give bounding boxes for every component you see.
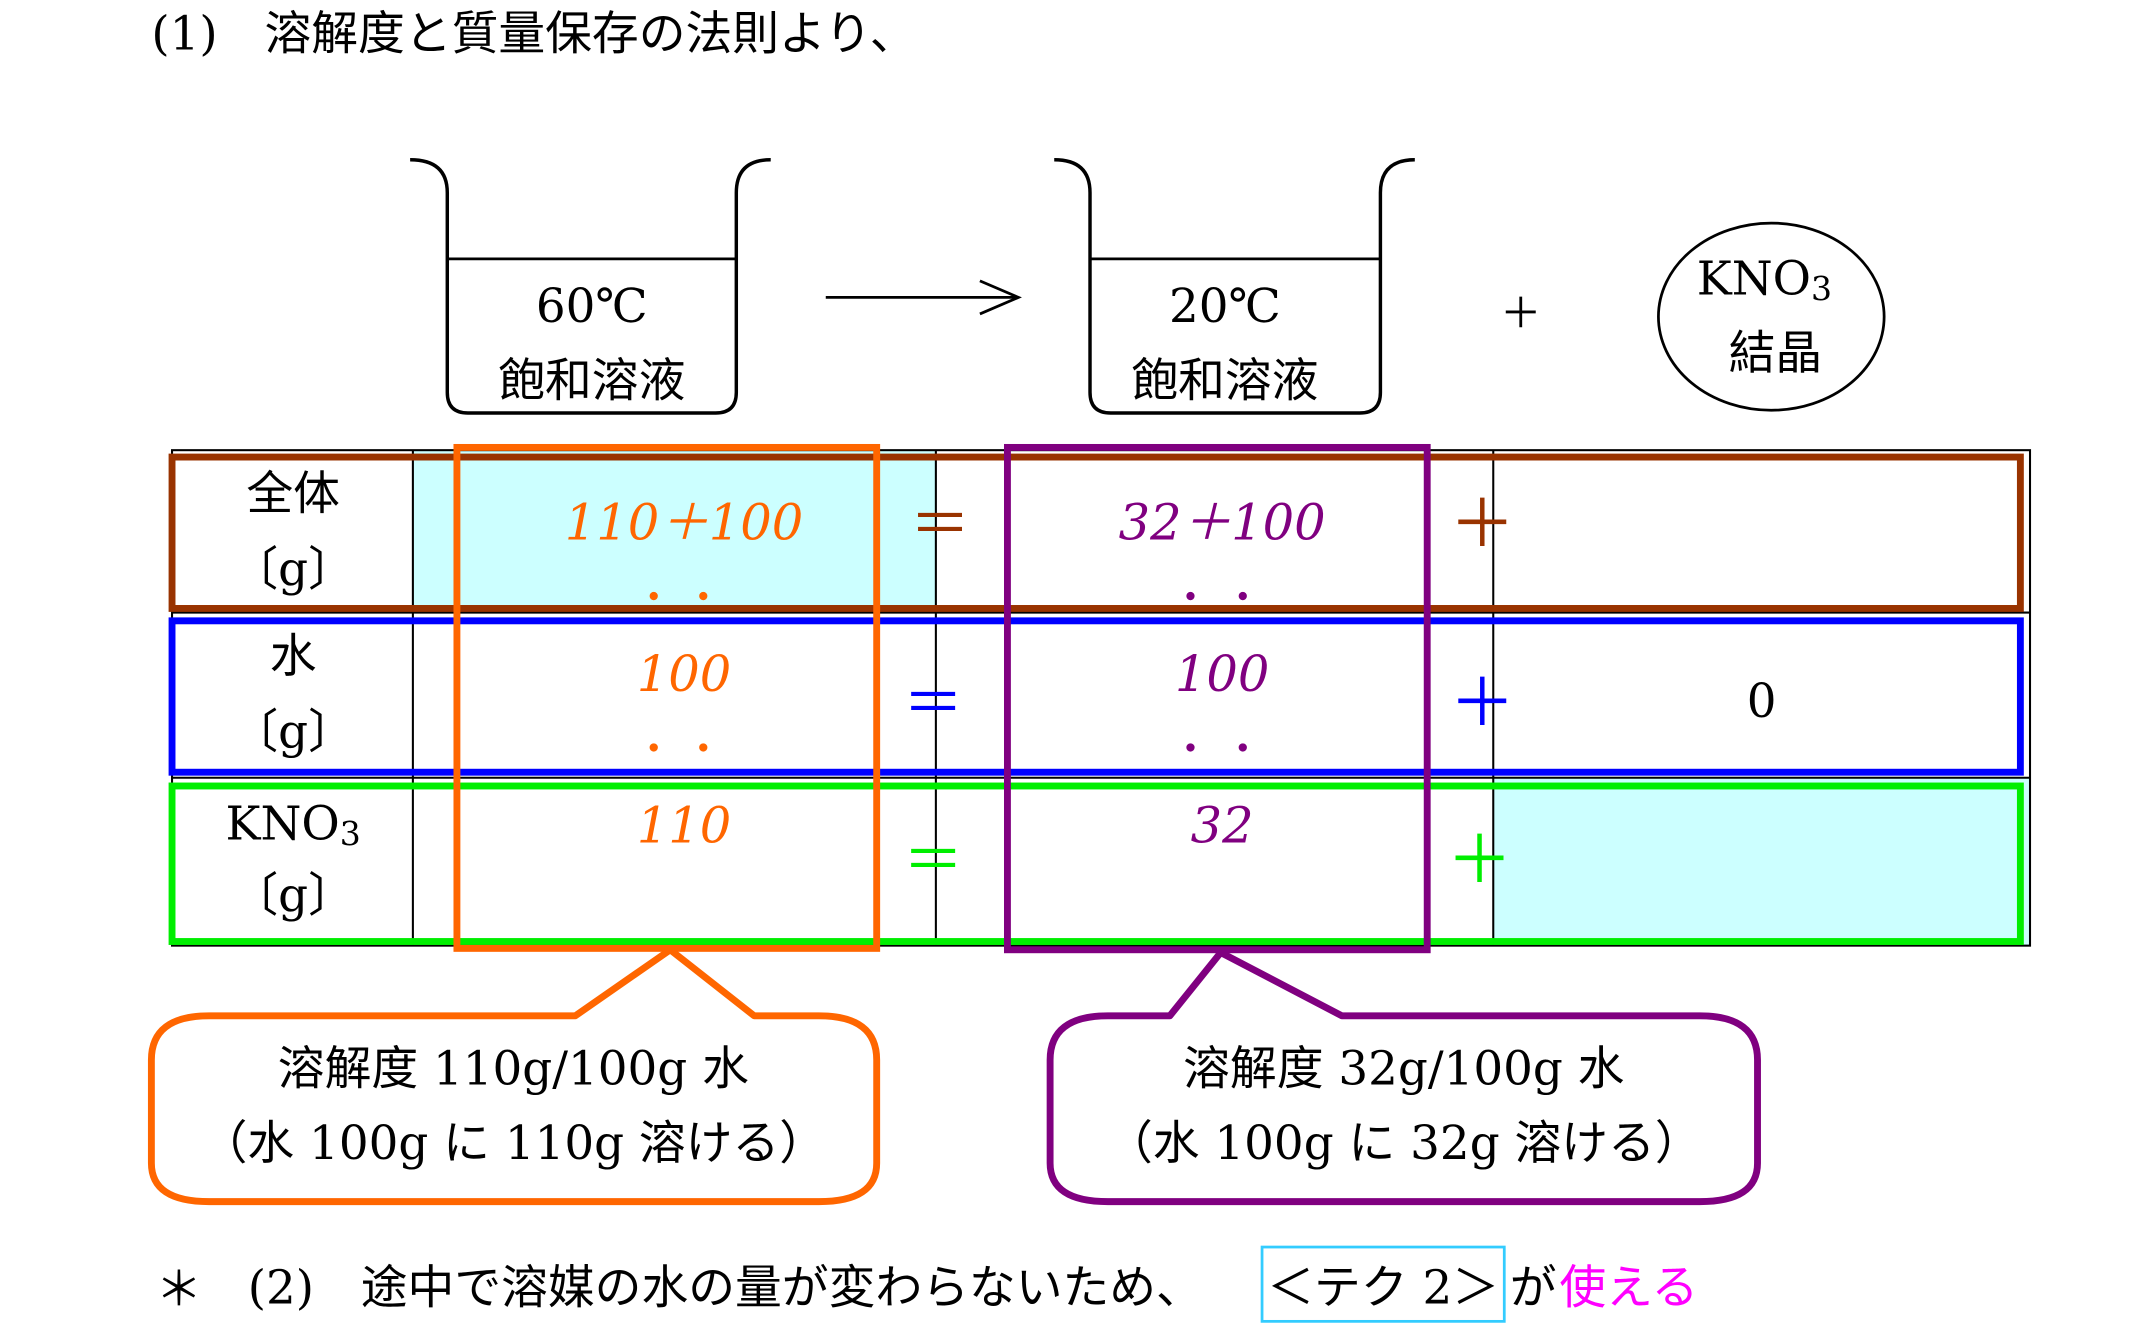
plus-sign: ＋ [1500, 290, 1541, 338]
callout-line1: 溶解度 110g/100g 水 [278, 1043, 749, 1097]
row-highlight-water [168, 617, 2024, 776]
callout-line2: （水 100g に 110g 溶ける） [201, 1117, 826, 1171]
before-value: 100 [637, 645, 732, 703]
footer-highlight: 使える [1559, 1261, 1698, 1315]
crystal-subscript: 3 [1811, 269, 1832, 308]
before-value: 110 [637, 796, 732, 854]
footer-star: ＊ [156, 1263, 203, 1317]
row-unit: 〔g〕 [231, 869, 355, 923]
after-value: 32＋100 [1119, 494, 1326, 552]
crystal-label: 結晶 [1729, 327, 1823, 381]
equals-sign: ＝ [910, 490, 971, 560]
svg-text:KNO3: KNO3 [226, 798, 361, 854]
row-highlight-total [168, 453, 2024, 612]
after-value: 32 [1191, 796, 1254, 854]
beaker-temp: 20℃ [1169, 280, 1281, 334]
footer-text: (2) 途中で溶媒の水の量が変わらないため、 [248, 1261, 1203, 1315]
beaker-60c: 60℃ 飽和溶液 [410, 158, 771, 415]
row-label: 全体 [246, 467, 340, 521]
crystal-value: 0 [1747, 675, 1777, 729]
row-label-subscript: 3 [340, 814, 361, 853]
table-row-kno3: KNO3 〔g〕 110 ＝ 32 ＋ [226, 796, 1513, 923]
beaker-temp: 60℃ [536, 280, 648, 334]
beaker-label: 飽和溶液 [1131, 355, 1318, 409]
table-row-water: 水 〔g〕 100 ＝ 100 ＋ 0 [231, 630, 1776, 760]
footer-ga: が [1510, 1261, 1557, 1315]
footer-boxed: ＜テク 2＞ [1267, 1261, 1499, 1315]
svg-text:KNO3: KNO3 [1697, 253, 1832, 309]
arrow-right-icon [825, 279, 1022, 316]
before-value: 110＋100 [565, 494, 804, 552]
beaker-20c: 20℃ 飽和溶液 [1054, 158, 1415, 415]
plus-sign: ＋ [1449, 664, 1515, 741]
plus-sign: ＋ [1446, 821, 1512, 898]
row-highlight-kno3 [168, 782, 2024, 945]
heading: (1) 溶解度と質量保存の法則より、 [151, 8, 916, 62]
row-label: 水 [270, 630, 317, 684]
crystal-formula: KNO [1697, 253, 1811, 307]
crystal-ellipse: KNO3 結晶 [1657, 221, 1886, 412]
row-label: KNO [226, 798, 340, 852]
row-unit: 〔g〕 [231, 705, 355, 759]
teku-box [1260, 1245, 1506, 1323]
equals-sign: ＝ [903, 826, 964, 896]
beaker-label: 飽和溶液 [498, 355, 685, 409]
column-highlight-after [1003, 443, 1431, 954]
callout-line1: 溶解度 32g/100g 水 [1183, 1043, 1624, 1097]
callout-line2: （水 100g に 32g 溶ける） [1106, 1117, 1702, 1171]
callout-before: 溶解度 110g/100g 水 （水 100g に 110g 溶ける） [147, 946, 881, 1206]
mass-table: 全体 〔g〕 110＋100 ＝ 32＋100 ＋ 水 〔g〕 100 ＝ 10… [168, 443, 2032, 954]
callout-after: 溶解度 32g/100g 水 （水 100g に 32g 溶ける） [1046, 949, 1761, 1206]
after-value: 100 [1175, 645, 1270, 703]
plus-sign: ＋ [1449, 486, 1515, 563]
table-row-total: 全体 〔g〕 110＋100 ＝ 32＋100 ＋ [231, 467, 1515, 601]
row-unit: 〔g〕 [231, 543, 355, 597]
equals-sign: ＝ [903, 669, 964, 739]
